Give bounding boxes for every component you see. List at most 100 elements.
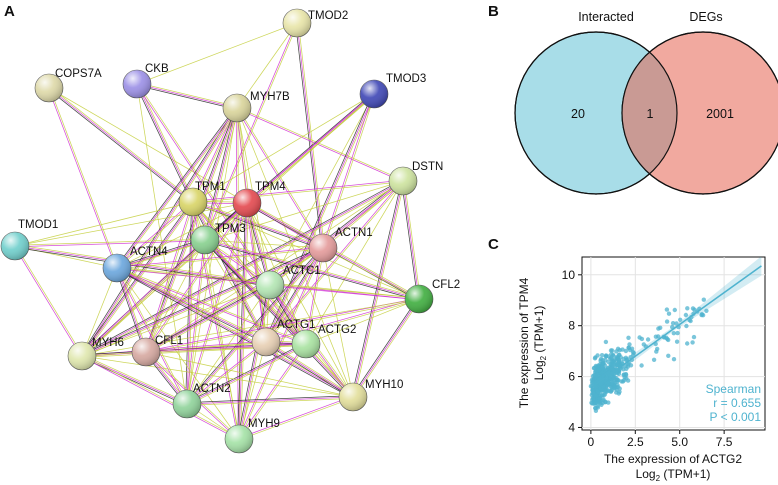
network-edge-line [265,297,419,342]
node-label: MYH7B [250,91,290,103]
network-edge-line [298,22,325,248]
node-tmod2[interactable]: TMOD2 [282,8,348,38]
network-edge-line [136,22,298,85]
network-edge-line [14,240,206,248]
node-tmod3[interactable]: TMOD3 [359,73,426,109]
network-edge [264,93,376,343]
network-edge [322,180,404,249]
network-edges [13,22,421,441]
network-edge-line [82,203,249,358]
node-cops7a[interactable]: COPS7A [34,68,102,103]
node-highlight [252,328,280,356]
scatter-point [674,321,679,326]
node-actn2[interactable]: ACTN2 [172,383,231,419]
node-tpm1[interactable]: TPM1 [178,181,226,217]
y-axis-title: The expression of TPM4 [517,277,531,408]
node-label: TMOD1 [18,219,58,231]
network-edge-line [115,268,146,353]
network-edge-line [116,201,193,268]
node-highlight [405,285,433,313]
network-edge [186,395,354,406]
scatter-point [701,297,706,302]
node-tmod1[interactable]: TMOD1 [0,219,58,261]
network-edge-line [264,93,374,342]
x-unit-sub: 2 [656,474,661,483]
network-edge-line [81,179,403,356]
node-myh10[interactable]: MYH10 [338,379,403,412]
network-edge [401,180,421,300]
venn-overlap-region [622,52,677,174]
network-edge [186,341,267,405]
network-edge-line [144,201,193,352]
scatter-point [601,361,606,366]
network-edge-line [237,106,404,181]
network-edge-line [187,240,207,405]
network-edge-line [306,248,325,345]
network-edge-line [268,179,403,285]
scatter-point [606,359,611,364]
node-cfl2[interactable]: CFL2 [404,279,460,314]
node-highlight [256,271,284,299]
scatter-point [685,306,690,311]
node-myh9[interactable]: MYH9 [224,418,280,454]
network-edge-line [146,248,324,354]
scatter-point [601,365,606,371]
network-edge-line [81,247,324,357]
scatter-point [606,388,611,393]
node-cfl1[interactable]: CFL1 [131,335,183,367]
network-edge-line [82,108,239,357]
network-edge-line [185,202,247,404]
node-actg2[interactable]: ACTG2 [291,324,356,359]
node-actc1[interactable]: ACTC1 [255,265,321,300]
node-tpm4[interactable]: TPM4 [232,181,286,218]
scatter-point [685,341,690,346]
network-edge-line [266,181,404,343]
network-edge [145,283,271,354]
network-edge-line [116,267,147,353]
network-edge [116,246,324,270]
network-edge-line [351,297,419,397]
venn-right-label: DEGs [689,10,722,24]
network-edge-line [145,239,206,353]
scatter-point [656,326,661,331]
network-edge [116,238,206,270]
network-edge [204,239,240,440]
network-edge-line [245,92,374,203]
node-label: TPM3 [215,223,246,235]
scatter-point [597,396,603,401]
node-ckb[interactable]: CKB [122,63,169,99]
node-actg1[interactable]: ACTG1 [251,319,315,357]
network-edge-line [115,106,237,268]
scatter-point [611,362,616,367]
network-edge-line [137,83,272,285]
network-edge-line [265,93,375,343]
network-edge-line [323,181,404,249]
scatter-point [603,339,609,345]
node-actn4[interactable]: ACTN4 [102,246,168,283]
network-edge [269,93,375,286]
network-edge-line [48,87,248,204]
node-dstn[interactable]: DSTN [388,161,443,196]
panel-b-letter: B [488,3,499,20]
network-edge [237,284,272,440]
node-highlight [191,226,219,254]
network-edge [14,238,206,248]
node-label: ACTN2 [193,383,231,395]
node-tpm3[interactable]: TPM3 [190,223,246,255]
scatter-point [645,337,651,342]
network-edge-line [49,87,119,268]
network-edge-line [237,284,269,439]
node-highlight [223,94,251,122]
network-edge-line [192,202,306,345]
node-myh6[interactable]: MYH6 [67,337,124,371]
y-tick-label: 6 [568,370,575,384]
node-highlight [309,234,337,262]
network-edge-line [295,23,322,249]
y-axis-title-group: The expression of TPM4 [517,277,531,408]
node-actn1[interactable]: ACTN1 [308,227,373,263]
node-highlight [179,188,207,216]
network-edge-line [115,268,187,405]
node-myh7b[interactable]: MYH7B [222,91,290,123]
